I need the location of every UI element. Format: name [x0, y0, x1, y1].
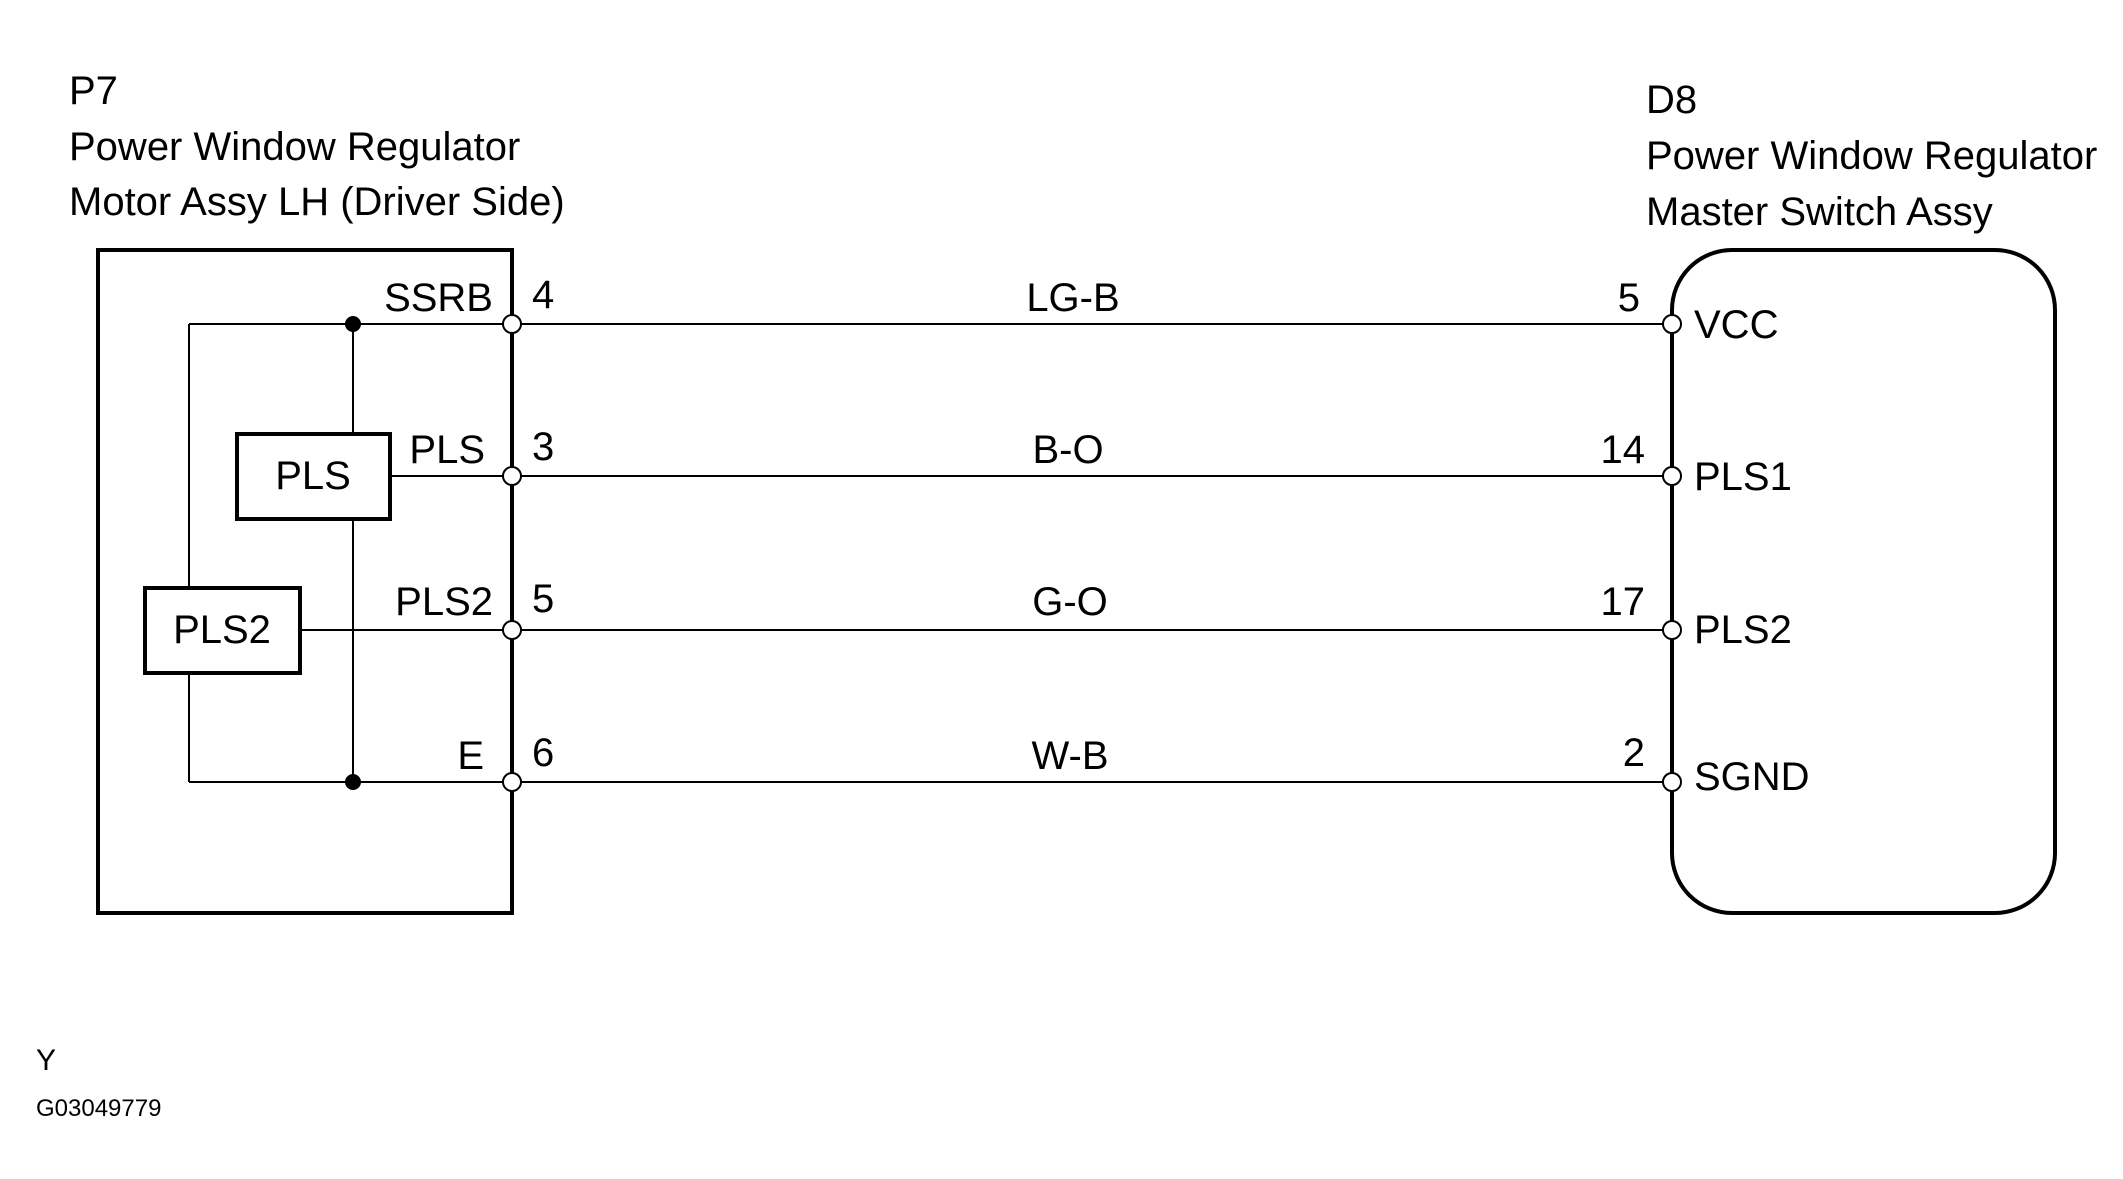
left-terminal-label-3: PLS2: [395, 580, 493, 624]
left-component-id: P7: [69, 69, 118, 113]
left-connector-frame: [96, 248, 514, 915]
pls-sensor-box: [235, 432, 392, 521]
left-pin-number-4: 6: [532, 731, 554, 775]
wire-color-4: W-B: [1031, 734, 1108, 778]
right-connector-frame: [1670, 248, 2057, 915]
right-terminal-2: [1662, 466, 1682, 486]
wire-color-1: LG-B: [1026, 276, 1119, 320]
left-pin-number-2: 3: [532, 425, 554, 469]
right-pin-number-4: 2: [1623, 731, 1645, 775]
right-component-name-line2: Master Switch Assy: [1646, 190, 1993, 234]
left-terminal-4: [502, 772, 522, 792]
junction-dot-top: [345, 316, 361, 332]
left-component-name-line2: Motor Assy LH (Driver Side): [69, 180, 565, 224]
left-terminal-label-4: E: [457, 734, 484, 778]
right-terminal-4: [1662, 772, 1682, 792]
left-pin-number-1: 4: [532, 273, 554, 317]
right-pin-number-1: 5: [1618, 276, 1640, 320]
wire-color-3: G-O: [1032, 580, 1108, 624]
pls2-sensor-box: [143, 586, 302, 675]
left-terminal-3: [502, 620, 522, 640]
left-pin-number-3: 5: [532, 577, 554, 621]
left-terminal-label-1: SSRB: [384, 276, 493, 320]
right-terminal-label-3: PLS2: [1694, 608, 1792, 652]
left-component-name-line1: Power Window Regulator: [69, 125, 520, 169]
junction-dot-bottom: [345, 774, 361, 790]
left-terminal-1: [502, 314, 522, 334]
right-terminal-label-2: PLS1: [1694, 455, 1792, 499]
left-terminal-label-2: PLS: [409, 428, 485, 472]
right-component-id: D8: [1646, 78, 1697, 122]
pls2-sensor-label: PLS2: [173, 608, 271, 652]
right-component-name-line1: Power Window Regulator: [1646, 134, 2097, 178]
footer-code: Y: [36, 1044, 56, 1077]
wire-color-2: B-O: [1032, 428, 1103, 472]
right-terminal-label-1: VCC: [1694, 303, 1778, 347]
figure-id: G03049779: [36, 1095, 161, 1122]
right-terminal-3: [1662, 620, 1682, 640]
right-terminal-1: [1662, 314, 1682, 334]
right-terminal-label-4: SGND: [1694, 755, 1810, 799]
pls-sensor-label: PLS: [275, 454, 351, 498]
right-pin-number-2: 14: [1601, 428, 1646, 472]
left-terminal-2: [502, 466, 522, 486]
right-pin-number-3: 17: [1601, 580, 1646, 624]
